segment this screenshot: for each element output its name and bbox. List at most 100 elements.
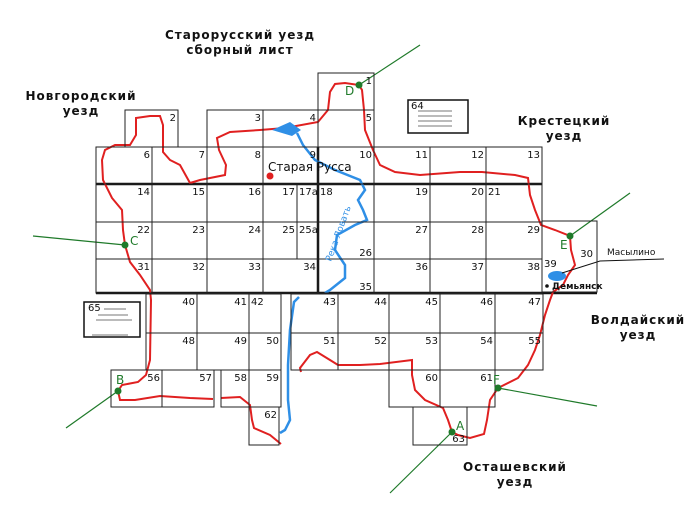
cell-number: 7 (199, 150, 205, 161)
map-sheet-cell-53: 53 (388, 332, 441, 371)
cell-border (541, 220, 598, 293)
cell-number: 53 (425, 336, 438, 347)
map-sheet-cell-12: 12 (429, 146, 487, 185)
map-sheet-cell-29: 29 (485, 221, 543, 260)
krestets-district-label: Крестецкий уезд (512, 114, 616, 144)
cell-number: 56 (147, 373, 160, 384)
map-sheet-cell-62: 62 (248, 406, 280, 446)
map-sheet-cell-24: 24 (206, 221, 264, 260)
cell-number: 20 (471, 187, 484, 198)
title-line1: Старорусский уезд (164, 28, 316, 42)
cell-number: 52 (374, 336, 387, 347)
district-name: Осташевский (463, 460, 567, 474)
demyansk-label: Демьянск (552, 282, 603, 292)
cell-number: 22 (137, 225, 150, 236)
cell-number: 25 (282, 225, 295, 236)
map-sheet-cell-40: 40 (145, 293, 198, 334)
masylino-label: Масылино (607, 248, 656, 258)
map-sheet-cell-15: 15 (151, 183, 208, 223)
river (279, 132, 369, 435)
district-name: Волдайский (590, 313, 686, 327)
district-boundary (116, 244, 214, 401)
cell-border (248, 406, 280, 446)
cell-number: 3 (255, 113, 261, 124)
cell-number: 55 (528, 336, 541, 347)
cell-number: 1 (366, 76, 372, 87)
cell-number: 33 (248, 262, 261, 273)
cell-number: 24 (248, 225, 261, 236)
map-sheet-cell-3: 3 (206, 109, 264, 148)
legend-box-65: 65 (83, 301, 141, 338)
map-sheet-cell-36: 36 (373, 258, 431, 294)
cell-number: 32 (192, 262, 205, 273)
point-b-label: B (116, 373, 124, 387)
map-sheet-cell-23: 23 (151, 221, 208, 260)
map-sheet-cell-47: 47 (494, 293, 544, 334)
cell-number: 30 (580, 249, 593, 260)
city-dot-icon (266, 172, 274, 180)
map-sheet-cell-31: 31 (95, 258, 153, 294)
cell-number: 26 (359, 248, 372, 259)
cell-number: 10 (359, 150, 372, 161)
lake-icon (548, 271, 566, 281)
map-sheet-cell-17а: 17а (296, 183, 319, 223)
cell-number: 35 (359, 282, 372, 293)
cell-number: 61 (480, 373, 493, 384)
cell-number: 23 (192, 225, 205, 236)
sheet-title: Старорусский уезд сборный лист (160, 28, 320, 58)
point-d-label: D (345, 84, 354, 98)
cell-number: 29 (527, 225, 540, 236)
cell-number: 42 (251, 297, 264, 308)
cell-number: 17а (299, 187, 318, 198)
cell-border (494, 332, 544, 371)
cell-number: 62 (264, 410, 277, 421)
point-e-label: E (560, 238, 568, 252)
point-d-marker (355, 81, 363, 89)
map-sheet-cell-14: 14 (95, 183, 153, 223)
cell-number: 57 (199, 373, 212, 384)
cell-border (161, 369, 215, 408)
map-sheet-cell-33: 33 (206, 258, 264, 294)
map-sheet-cell-27: 27 (373, 221, 431, 260)
cell-number: 49 (234, 336, 247, 347)
lovat-river (295, 132, 369, 295)
staraya-russa-label: Старая Русса (268, 160, 352, 174)
point-f-label: F (493, 373, 500, 387)
cell-number: 2 (170, 113, 176, 124)
district-boundary (220, 395, 282, 445)
map-sheet-cell-8: 8 (206, 146, 264, 185)
novgorod-district-label: Новгородский уезд (22, 89, 140, 119)
point-c-marker (121, 241, 129, 249)
cell-number: 28 (471, 225, 484, 236)
cell-number: 18 (320, 187, 333, 198)
map-sheet-cell-45: 45 (388, 293, 441, 334)
point-a-marker (448, 428, 456, 436)
cell-number: 37 (471, 262, 484, 273)
cell-number: 47 (528, 297, 541, 308)
map-sheet-cell-25а: 25а (296, 221, 319, 260)
district-suffix: уезд (619, 328, 657, 342)
cell-number: 13 (527, 150, 540, 161)
cell-number: 41 (234, 297, 247, 308)
cell-number: 14 (137, 187, 150, 198)
svg-text:65: 65 (88, 303, 101, 314)
cell-number: 4 (310, 113, 316, 124)
district-suffix: уезд (545, 129, 583, 143)
map-sheet-cell-17: 17 (262, 183, 298, 223)
cell-number: 40 (182, 297, 195, 308)
district-suffix: уезд (62, 104, 100, 118)
cell-border (485, 258, 543, 294)
cell-number: 27 (415, 225, 428, 236)
district-boundary (100, 81, 577, 440)
cell-number: 39 (544, 259, 557, 270)
cell-number: 8 (255, 150, 261, 161)
map-sheet-cell-51: 51 (290, 332, 339, 371)
map-sheet-cell-61: 61 (439, 369, 496, 408)
cell-number: 36 (415, 262, 428, 273)
map-sheet-cell-39: 39 (544, 259, 557, 270)
cell-number: 43 (323, 297, 336, 308)
ostashev-district-label: Осташевский уезд (462, 460, 568, 490)
cell-number: 44 (374, 297, 387, 308)
